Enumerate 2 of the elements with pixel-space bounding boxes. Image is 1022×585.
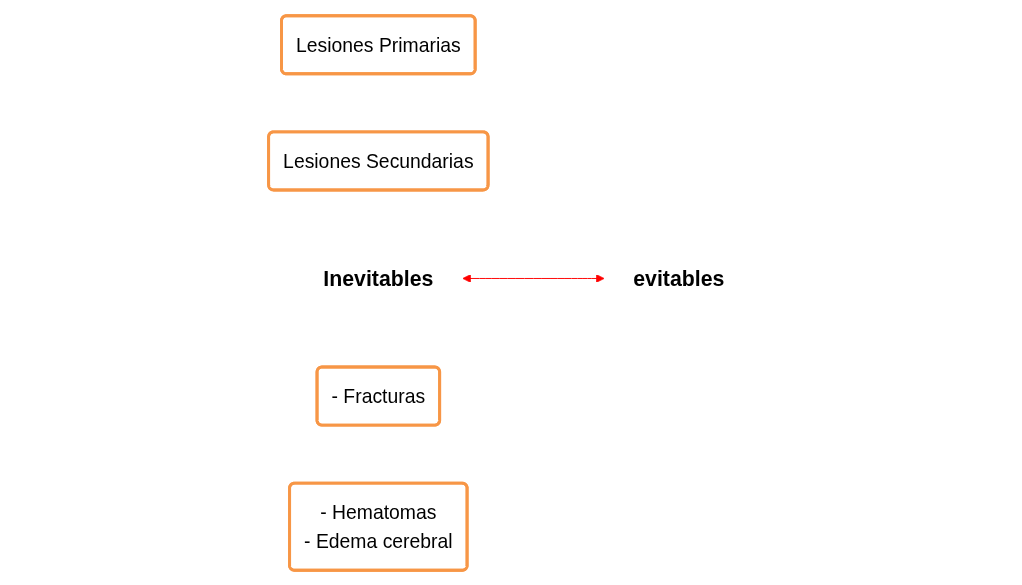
node-text: evitables: [633, 265, 725, 291]
node-text: Inevitables: [323, 265, 434, 291]
